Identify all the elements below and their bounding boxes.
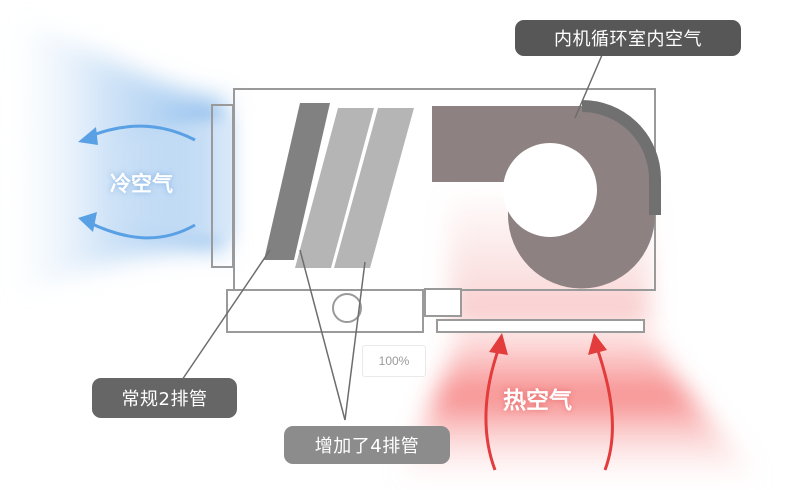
indoor-air-label: 内机循环室内空气: [515, 20, 741, 56]
cold-arrowhead-lower: [78, 212, 97, 232]
hot-arrow-right: [594, 344, 614, 471]
hot-arrowhead-right: [588, 333, 607, 355]
blower-fan: [432, 100, 661, 289]
hot-arrowhead-left: [489, 333, 508, 355]
coil-added-2: [334, 108, 414, 268]
coil-rows: [264, 103, 414, 268]
front-panel: [211, 104, 234, 268]
hot-air-arrows: [484, 344, 614, 471]
zoom-level-badge[interactable]: 100%: [362, 345, 426, 377]
leader-lines: [181, 47, 606, 421]
fan-volute-rim: [581, 100, 661, 215]
hot-air-label: 热空气: [503, 388, 572, 414]
cold-arrow-upper: [87, 124, 196, 142]
side-box: [424, 288, 462, 317]
cold-air-arrows: [87, 124, 196, 240]
cold-air-flow: [10, 20, 235, 300]
cold-arrow-lower: [87, 220, 196, 240]
hot-arrowheads: [489, 333, 607, 355]
drain-port: [332, 293, 362, 323]
leader-added-rows-2: [344, 261, 366, 421]
lower-chassis: [226, 289, 424, 333]
leader-standard-rows: [181, 249, 271, 381]
hot-arrow-left: [484, 344, 502, 471]
leader-indoor-air: [574, 47, 606, 119]
added-rows-label: 增加了4排管: [284, 426, 450, 464]
cold-arrowhead-upper: [78, 127, 98, 145]
coil-added-1: [295, 108, 374, 268]
fan-hub: [503, 143, 597, 237]
base-plate: [436, 319, 645, 333]
standard-rows-label: 常规2排管: [92, 378, 237, 418]
cold-arrowheads: [78, 127, 98, 232]
leader-added-rows-1: [299, 249, 346, 421]
coil-standard: [264, 103, 330, 260]
cold-air-label: 冷空气: [110, 172, 173, 196]
